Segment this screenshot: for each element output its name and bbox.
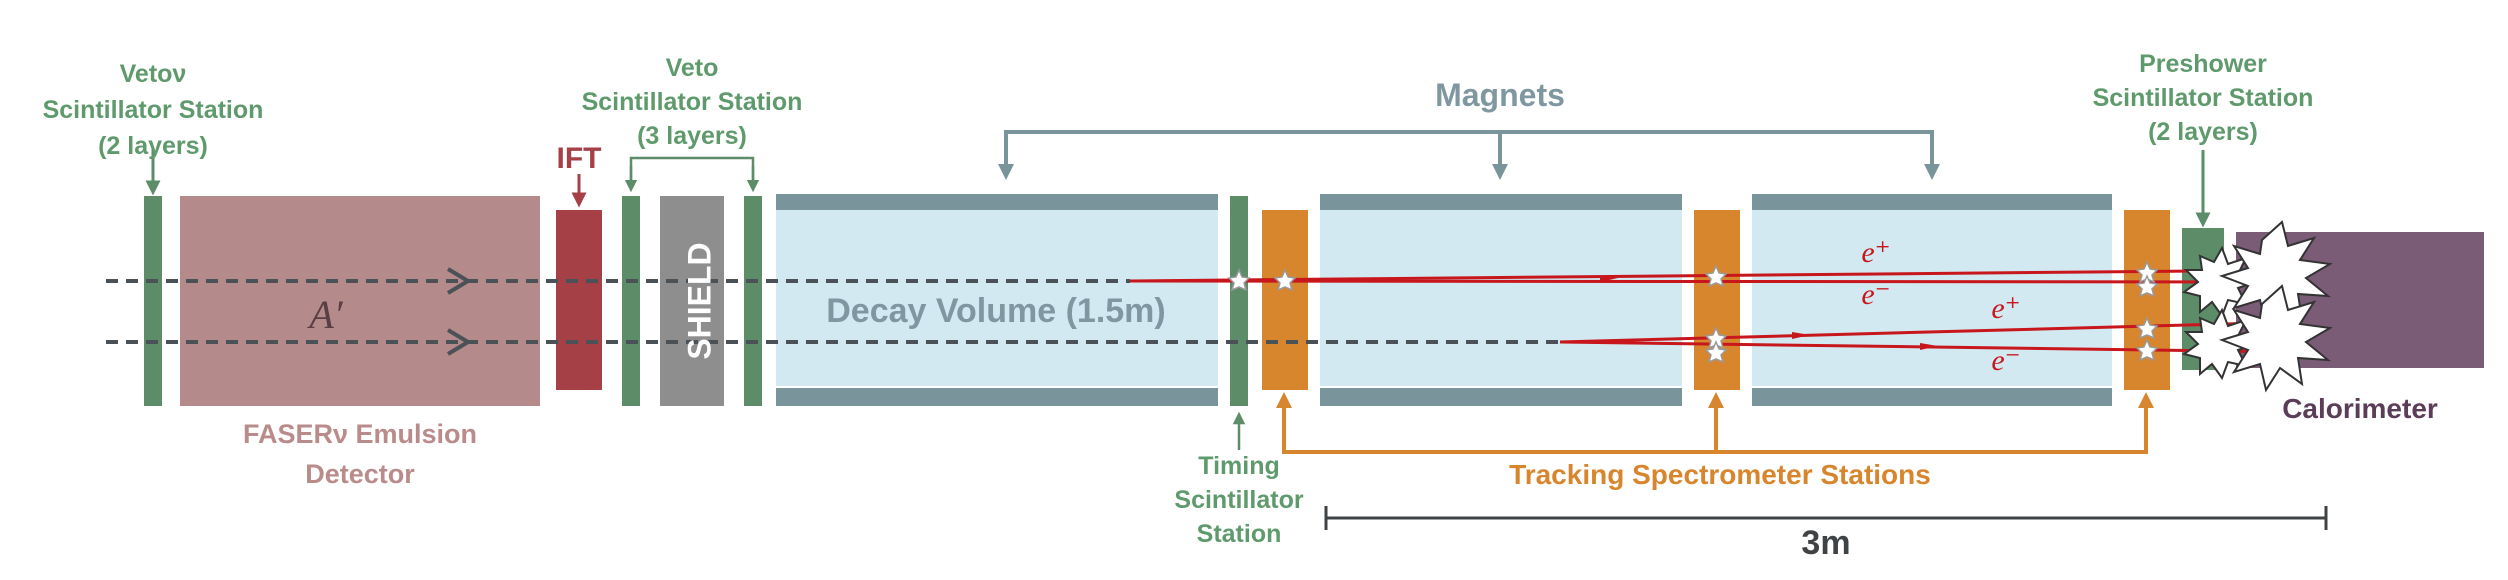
timing-label-line1: Timing (1198, 452, 1279, 480)
ift-tracker (556, 210, 602, 390)
ift-label: IFT (557, 142, 602, 175)
magnets-label: Magnets (1435, 77, 1565, 113)
tracker-station-1 (1262, 210, 1308, 390)
dark-photon-label: A′ (306, 292, 343, 337)
tracker-station-3 (2124, 210, 2170, 390)
tracking-label: Tracking Spectrometer Stations (1509, 459, 1931, 490)
preshower-label-line2: Scintillator Station (2093, 84, 2314, 112)
magnet-wall-bottom-1 (776, 388, 1218, 406)
preshower-label-line1: Preshower (2139, 50, 2267, 78)
emulsion-detector (180, 196, 540, 406)
e-plus-label-1: e⁺ (1861, 236, 1890, 269)
magnets-bracket (1004, 130, 1934, 170)
veto-label-line2: Scintillator Station (582, 88, 803, 116)
magnet-2-interior (1320, 210, 1682, 386)
decay-volume (776, 210, 1218, 386)
timing-label-line2: Scintillator (1174, 486, 1303, 514)
veto-scintillator-1 (622, 196, 640, 406)
preshower-label-line3: (2 layers) (2148, 118, 2258, 146)
calorimeter-label: Calorimeter (2282, 393, 2438, 424)
magnet-wall-bottom-2 (1320, 388, 1682, 406)
shower-burst-icon (2181, 220, 2334, 393)
e-plus-label-2: e⁺ (1991, 292, 2020, 325)
magnet-wall-top-1 (776, 194, 1218, 210)
beam-arrow-icon (446, 328, 472, 356)
tracker-station-2 (1694, 210, 1740, 390)
veto-scintillator-2 (744, 196, 762, 406)
vetonu-label-line3: (2 layers) (98, 132, 208, 160)
track-arrow-icon (1792, 332, 1810, 339)
magnet-wall-bottom-3 (1752, 388, 2112, 406)
track-arrow-icon (1600, 276, 1618, 282)
vetonu-scintillator (144, 196, 162, 406)
magnet-wall-top-2 (1320, 194, 1682, 210)
emulsion-label-line1: FASERν Emulsion (243, 419, 477, 449)
decay-volume-label: Decay Volume (1.5m) (826, 292, 1166, 330)
track-arrow-icon (1920, 343, 1938, 350)
e-minus-label-2: e⁻ (1991, 344, 2020, 377)
vetonu-label-line2: Scintillator Station (43, 96, 264, 124)
shield-block (660, 196, 724, 406)
timing-label-line3: Station (1197, 520, 1282, 548)
veto-bracket (629, 156, 755, 188)
vetonu-label-line1: Vetoν (120, 60, 187, 88)
timing-scintillator (1230, 196, 1248, 406)
e-minus-label-1: e⁻ (1861, 278, 1890, 311)
veto-label-line3: (3 layers) (637, 122, 747, 150)
scale-label: 3m (1801, 524, 1850, 562)
shield-label: SHIELD (681, 242, 717, 359)
beam-arrow-icon (446, 267, 472, 295)
decay-flash-icon (1227, 260, 2159, 364)
veto-label-line1: Veto (666, 54, 719, 82)
scale-bar (1324, 506, 2328, 530)
magnet-wall-top-3 (1752, 194, 2112, 210)
magnet-3-interior (1752, 210, 2112, 386)
emulsion-label-line2: Detector (305, 459, 415, 489)
